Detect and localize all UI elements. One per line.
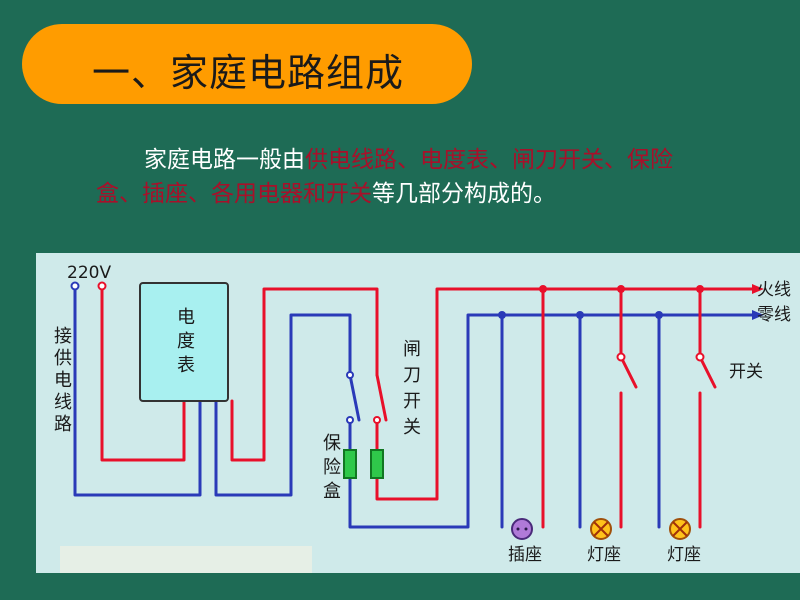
meter-label: 电度表	[177, 307, 195, 376]
neutral-junction-lamp2	[655, 311, 663, 319]
fuse-left-icon	[343, 449, 357, 479]
live-junction-lamp1	[617, 285, 625, 293]
neutral-junction-socket	[498, 311, 506, 319]
knife-switch-contact-left	[346, 371, 354, 379]
knife-switch-pivot-left	[346, 416, 354, 424]
blank-panel	[60, 546, 312, 573]
knife-switch-label: 闸刀开关	[403, 339, 421, 438]
title-banner: 一、家庭电路组成	[22, 24, 472, 104]
neutral-to-switch-wire	[214, 313, 352, 497]
supply-neutral-terminal	[70, 281, 80, 291]
lamp1-label: 灯座	[587, 545, 621, 565]
socket-icon	[511, 518, 533, 540]
switch2-pivot	[695, 352, 705, 362]
switch1-blade	[619, 287, 638, 389]
supply-live-wire	[100, 284, 186, 462]
supply-label: 接供电线路	[54, 326, 72, 435]
intro-suffix: 等几部分构成的。	[372, 181, 556, 207]
socket-label: 插座	[508, 545, 542, 565]
knife-switch-pivot-right	[373, 416, 381, 424]
intro-prefix: 家庭电路一般由	[144, 147, 305, 173]
knife-switch-blade-left	[348, 373, 361, 422]
lamp2-label: 灯座	[667, 545, 701, 565]
voltage-label: 220V	[67, 263, 111, 283]
live-to-switch-wire	[230, 287, 379, 462]
supply-live-terminal	[97, 281, 107, 291]
intro-highlight: 供电线路、电度表、闸刀开关、保险盒、插座、各用电器和开关	[96, 147, 673, 207]
switch1-pivot	[616, 352, 626, 362]
neutral-arrow	[752, 310, 764, 320]
neutral-junction-lamp1	[576, 311, 584, 319]
supply-neutral-wire	[73, 284, 202, 497]
live-bus-wire	[375, 287, 754, 501]
live-wire-label: 火线	[757, 280, 791, 300]
neutral-wire-label: 零线	[757, 305, 791, 325]
meter-box	[139, 282, 229, 402]
fuse-right-icon	[370, 449, 384, 479]
circuit-diagram: 电度表 220V 接供电线路 闸刀开关 保险盒 火线 零线 开关 插座 灯座 灯…	[36, 253, 800, 573]
circuit-svg: 电度表 220V 接供电线路 闸刀开关 保险盒 火线 零线 开关 插座 灯座 灯…	[54, 263, 791, 573]
neutral-bus-wire	[348, 313, 754, 529]
lamp2-icon	[669, 518, 691, 540]
intro-paragraph: 家庭电路一般由供电线路、电度表、闸刀开关、保险盒、插座、各用电器和开关等几部分构…	[96, 143, 676, 211]
switch-label: 开关	[729, 362, 763, 382]
live-arrow	[752, 284, 764, 294]
page-title: 一、家庭电路组成	[92, 51, 405, 95]
live-junction-socket	[539, 285, 547, 293]
knife-switch-blade-right	[375, 373, 388, 422]
lamp1-icon	[590, 518, 612, 540]
fuse-box-label: 保险盒	[323, 433, 341, 502]
switch2-blade	[698, 287, 717, 389]
live-junction-lamp2	[696, 285, 704, 293]
